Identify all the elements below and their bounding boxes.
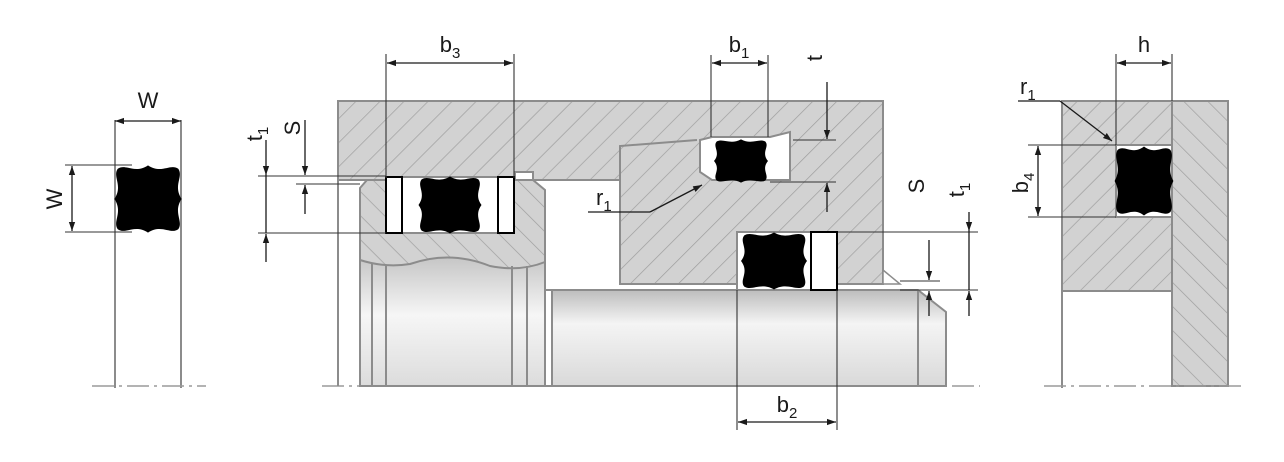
x-ring-seal-icon (114, 165, 182, 233)
x-ring-seal-piston-icon (418, 176, 482, 234)
r1-right-leader (1059, 100, 1113, 142)
label-s-right: S (904, 179, 929, 194)
x-ring-seal-face-icon (1114, 146, 1174, 216)
label-b2: b2 (777, 392, 798, 422)
face-groove-view: h r1 b4 (1008, 32, 1244, 388)
label-b4: b4 (1008, 173, 1038, 194)
x-ring-seal-rod-icon (741, 232, 807, 290)
label-t1-right: t1 (944, 183, 974, 197)
backup-ring-left-2 (497, 176, 515, 234)
label-r1-right: r1 (1020, 74, 1036, 104)
label-b3: b3 (440, 32, 461, 62)
x-ring-dimension-view: W W (42, 88, 206, 388)
label-t1-left: t1 (242, 127, 272, 141)
label-w-vertical: W (42, 188, 67, 209)
label-s-left: S (280, 121, 305, 136)
backup-ring-rod (810, 231, 838, 291)
cylinder-assembly-view: b3 t1 S b1 t r1 S (242, 32, 980, 430)
label-b1: b1 (729, 32, 750, 62)
face-groove-cover (1171, 100, 1229, 387)
label-w-horizontal: W (138, 88, 159, 113)
label-r1-middle: r1 (596, 185, 612, 215)
x-ring-seal-upper-icon (714, 139, 768, 183)
r1-leader-arrow (649, 184, 703, 213)
label-h: h (1138, 32, 1150, 57)
backup-ring-left-1 (385, 176, 403, 234)
housing-chamfer (619, 139, 698, 180)
piston-rod (551, 289, 947, 387)
label-t-top: t (802, 55, 827, 61)
piston-body (359, 256, 546, 387)
